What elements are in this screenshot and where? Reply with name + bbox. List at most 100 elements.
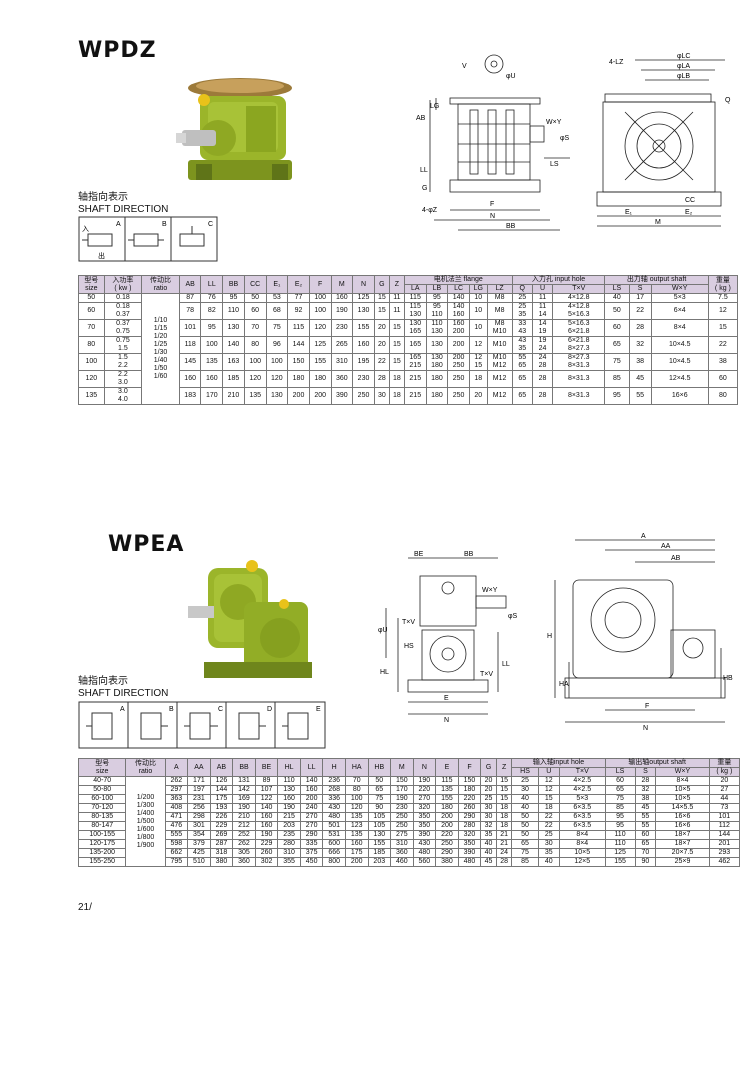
th-dim: AB: [178, 275, 202, 294]
flange-lz-cell: M8: [486, 302, 513, 320]
dim-cell: 100: [308, 302, 332, 320]
size-cell: 135: [78, 387, 105, 405]
th-dim: LL: [200, 275, 224, 294]
value-cell: 280: [457, 821, 482, 831]
wpdz-shaft-direction-cn: 轴指向表示: [78, 192, 128, 203]
value-cell: 100: [344, 794, 369, 804]
input-cell: 11: [531, 293, 554, 303]
value-cell: 293: [708, 848, 741, 858]
value-cell: 140: [254, 803, 279, 813]
dim-cell: 95: [222, 293, 245, 303]
value-cell: 310: [277, 848, 301, 858]
dim-ha-label: HA: [559, 681, 569, 688]
value-cell: 270: [299, 812, 324, 822]
dim-lg-label: LG: [430, 103, 439, 110]
weight-cell: 80: [707, 387, 739, 405]
output-cell: 17: [628, 293, 652, 303]
value-cell: 25×9: [655, 857, 710, 867]
dim-aa-label: AA: [661, 543, 671, 550]
dim-cell: 150: [287, 353, 310, 371]
value-cell: 220: [435, 830, 459, 840]
size-cell: 80-135: [77, 812, 127, 822]
value-cell: 201: [708, 839, 741, 849]
dim-h-label: H: [547, 633, 552, 640]
value-cell: 375: [299, 848, 324, 858]
dim-ls-label: LS: [550, 161, 559, 168]
value-cell: 18: [495, 803, 513, 813]
value-cell: 70: [634, 848, 657, 858]
dim-u-label: φU: [378, 627, 388, 634]
value-cell: 126: [209, 776, 234, 786]
size-cell: 120-175: [77, 839, 127, 849]
dim-f-label: F: [645, 703, 649, 710]
value-cell: 110: [604, 830, 636, 840]
value-cell: 287: [209, 839, 234, 849]
flange-cell: 20: [468, 387, 488, 405]
value-cell: 250: [435, 839, 459, 849]
th-sub: Q: [511, 284, 533, 294]
dim-lz-label: 4-LZ: [609, 59, 624, 66]
th-sub: LB: [425, 284, 449, 294]
output-cell: 10×4.5: [650, 353, 709, 371]
value-cell: 170: [390, 785, 414, 795]
value-cell: 190: [277, 803, 301, 813]
size-cell: 50: [78, 293, 105, 303]
shaft-code-b: B: [162, 221, 167, 228]
output-cell: 10×4.5: [650, 336, 709, 354]
value-cell: 320: [457, 830, 482, 840]
value-cell: 220: [412, 785, 437, 795]
value-cell: 290: [457, 812, 482, 822]
value-cell: 390: [457, 848, 482, 858]
dim-cell: 170: [200, 387, 224, 405]
dim-cell: 15: [373, 293, 390, 303]
th-sub: HS: [511, 767, 539, 777]
th-sub: S: [634, 767, 657, 777]
flange-cell: 115: [403, 293, 427, 303]
value-cell: 60: [634, 830, 657, 840]
shaft-code-d: D: [267, 706, 272, 713]
value-cell: 230: [390, 803, 414, 813]
value-cell: 15: [495, 785, 513, 795]
value-cell: 40: [511, 794, 539, 804]
output-cell: 65: [604, 336, 630, 354]
value-cell: 600: [322, 839, 346, 849]
value-cell: 50: [367, 776, 392, 786]
dim-cell: 92: [287, 302, 310, 320]
output-cell: 28: [628, 319, 652, 337]
dim-cell: 183: [178, 387, 202, 405]
value-cell: 360: [390, 848, 414, 858]
value-cell: 252: [232, 830, 256, 840]
value-cell: 301: [187, 821, 211, 831]
value-cell: 8×4: [655, 776, 710, 786]
dim-cell: 230: [352, 370, 375, 388]
value-cell: 10×5: [655, 794, 710, 804]
value-cell: 318: [209, 848, 234, 858]
value-cell: 25: [480, 794, 497, 804]
dim-cell: 160: [330, 293, 354, 303]
dim-n2-label: N: [643, 725, 648, 732]
dim-cc-label: CC: [685, 197, 695, 204]
dim-s-label: φS: [560, 135, 570, 142]
dim-cell: 78: [178, 302, 202, 320]
dim-cell: 155: [352, 319, 375, 337]
weight-cell: 15: [707, 319, 739, 337]
input-cell: 28: [531, 387, 554, 405]
value-cell: 80: [344, 785, 369, 795]
th-sub: T×V: [552, 284, 606, 294]
dim-cell: 87: [178, 293, 202, 303]
dim-cell: 15: [388, 336, 405, 354]
value-cell: 379: [187, 839, 211, 849]
th-dim: E₂: [287, 275, 310, 294]
value-cell: 10×5: [655, 785, 710, 795]
value-cell: 15: [537, 794, 560, 804]
